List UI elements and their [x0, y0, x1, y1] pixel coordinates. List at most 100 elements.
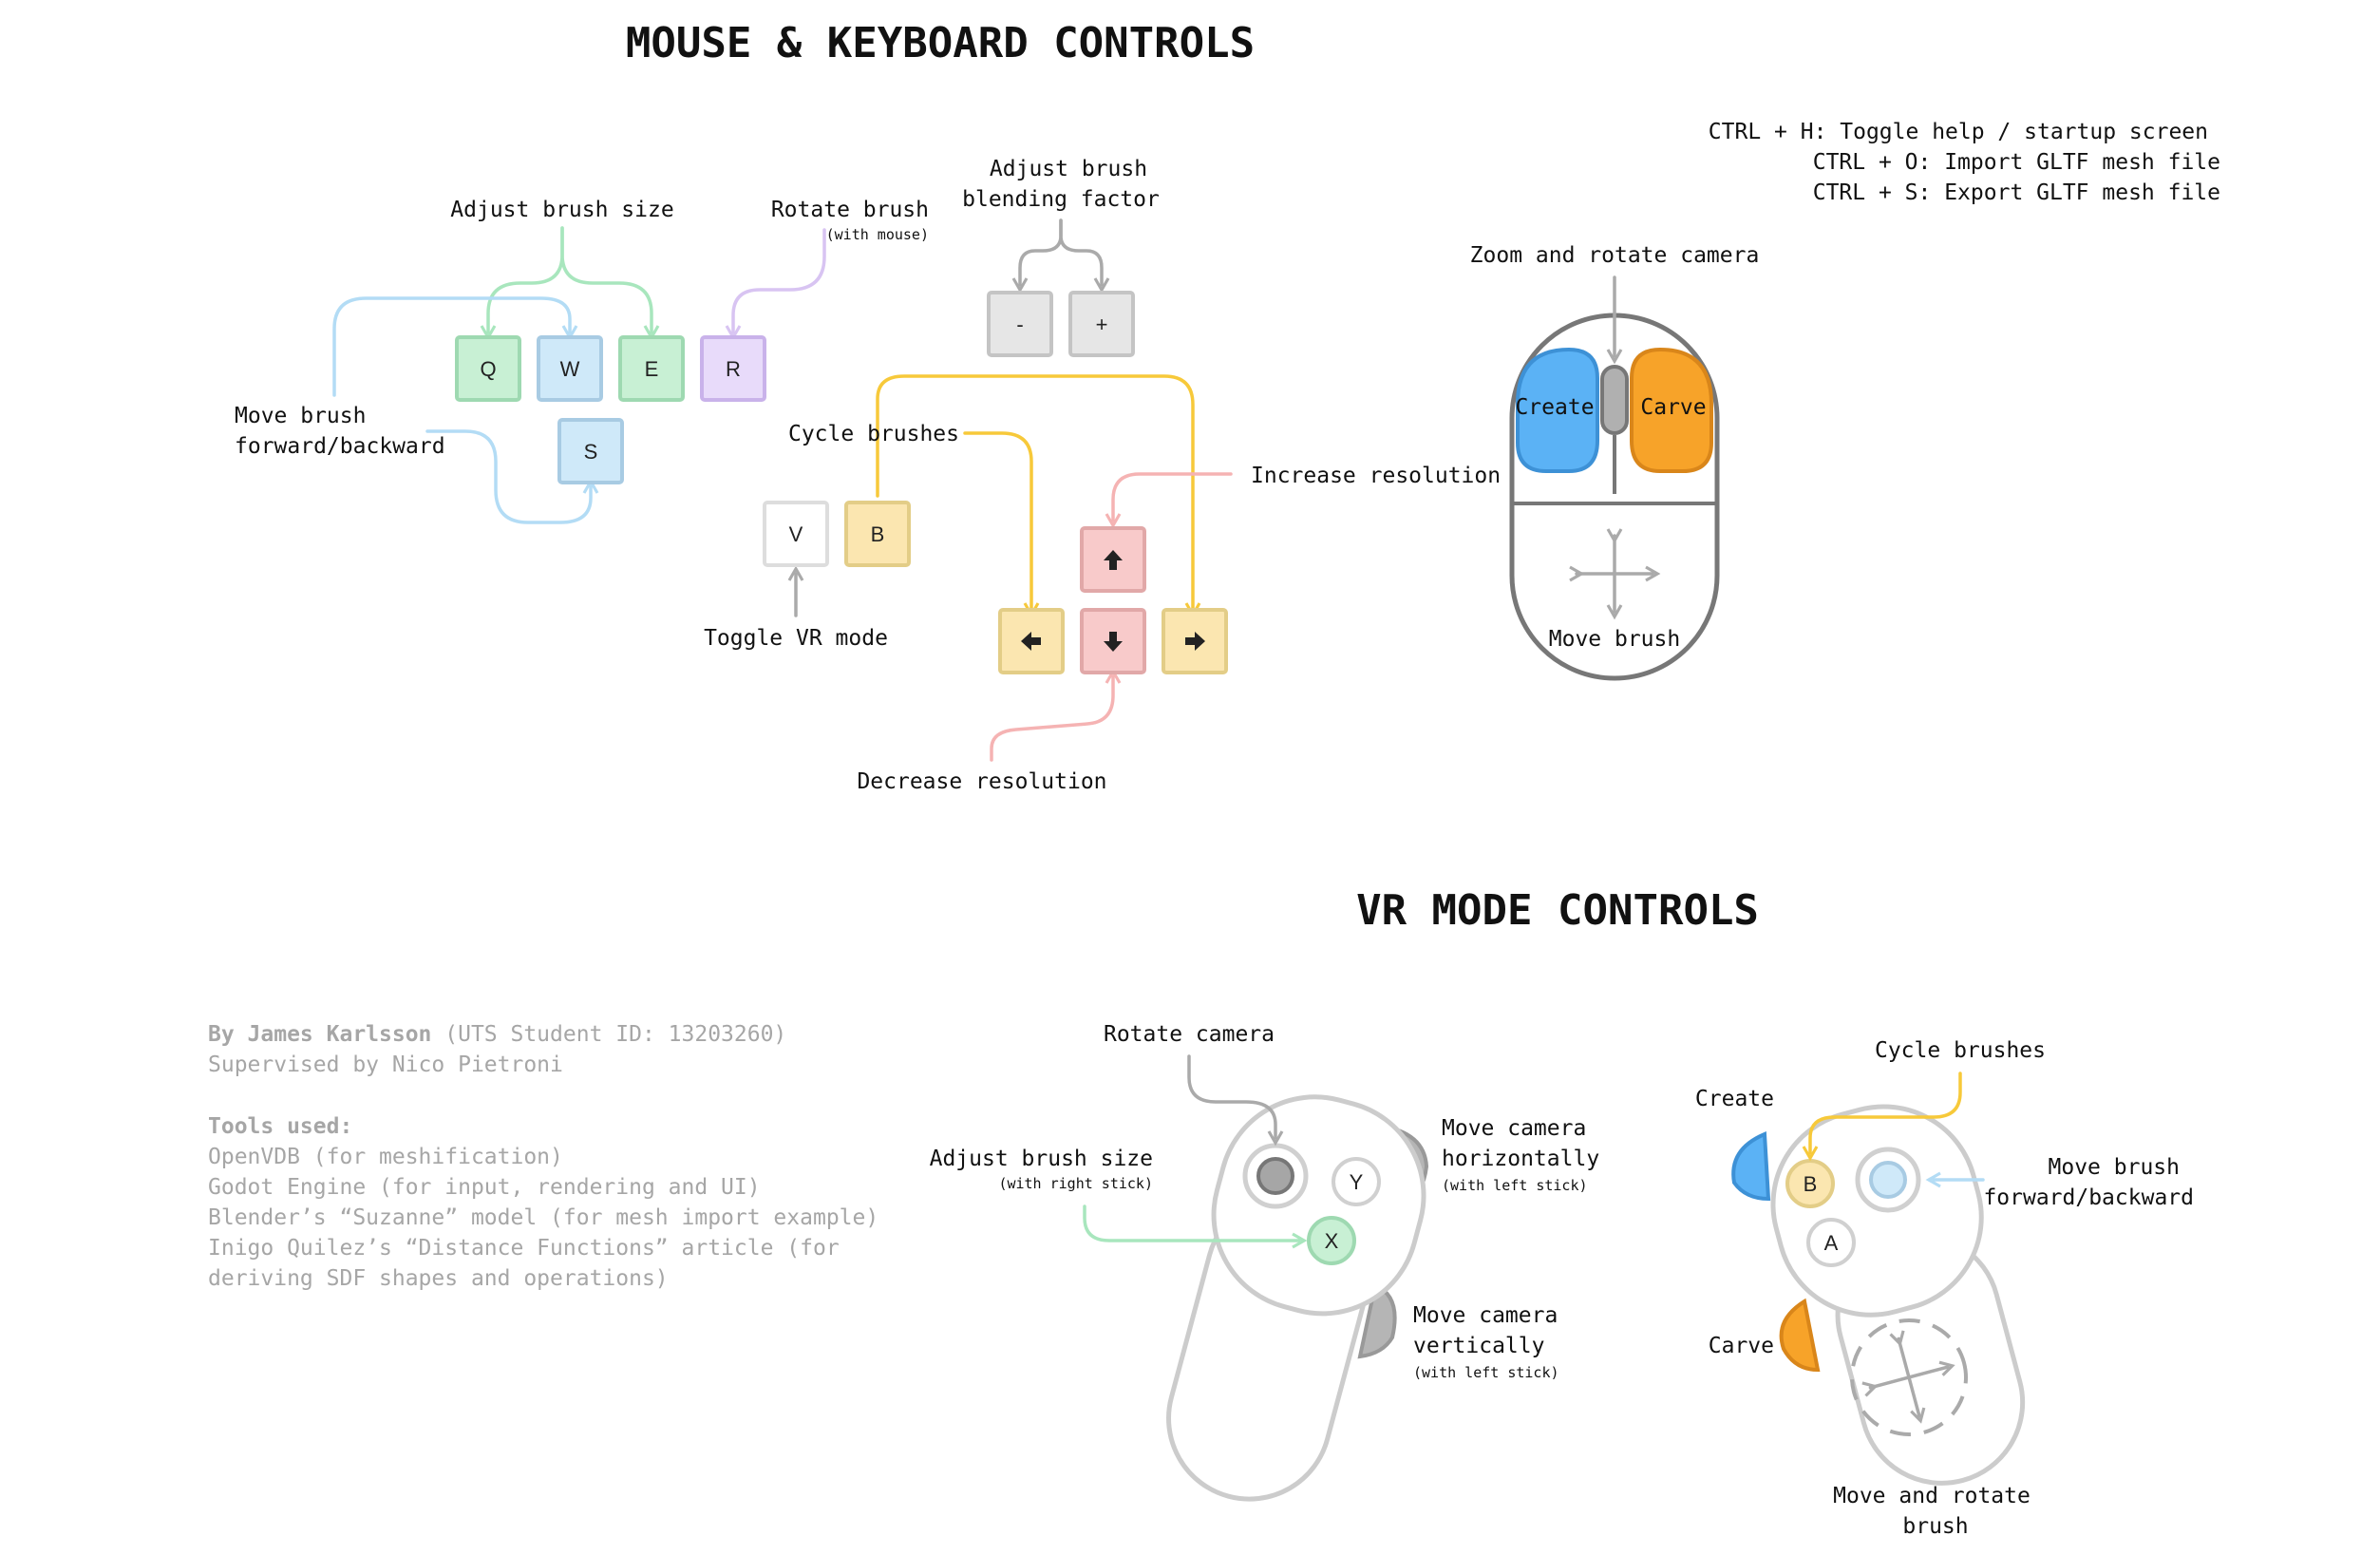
left-controller-stick[interactable] [1242, 1143, 1309, 1209]
key-plus[interactable]: + [1068, 291, 1135, 357]
right-controller-create-trigger[interactable] [1731, 1131, 1771, 1202]
left-controller-trigger-bottom[interactable] [1357, 1282, 1397, 1359]
right-vr-controller: B A [1731, 1071, 2026, 1486]
arrow-vr-cycle [1802, 1071, 1962, 1162]
label-move-brush-1: Move brush [235, 404, 366, 428]
credits-supervisor: Supervised by Nico Pietroni [208, 1052, 563, 1077]
mouse-body-label: Move brush [1549, 627, 1680, 652]
right-controller-carve-trigger[interactable] [1779, 1298, 1821, 1373]
key-r-label: R [726, 357, 741, 381]
vr-label-adjust-size: Adjust brush size [930, 1147, 1153, 1171]
credits-author-id: (UTS Student ID: 13203260) [431, 1022, 786, 1047]
arrow-rotate-to-r [725, 228, 826, 341]
vr-label-adjust-size-sub: (with right stick) [998, 1175, 1153, 1192]
arrow-increase-res [1105, 472, 1233, 529]
key-q-label: Q [480, 357, 496, 381]
shortcut-export: CTRL + S: Export GLTF mesh file [1813, 180, 2220, 205]
arrow-rotate-camera [1187, 1054, 1284, 1147]
vr-label-carve: Carve [1709, 1334, 1774, 1358]
left-controller-button-x[interactable]: X [1307, 1216, 1356, 1265]
label-move-brush-2: forward/backward [235, 434, 445, 459]
credits-author-line: By James Karlsson (UTS Student ID: 13203… [208, 1022, 786, 1047]
vr-label-move-h-sub: (with left stick) [1442, 1177, 1588, 1194]
vr-heading: VR MODE CONTROLS [1356, 886, 1759, 935]
right-controller-stick[interactable] [1855, 1147, 1921, 1213]
button-b-label: B [1804, 1172, 1818, 1196]
key-w[interactable]: W [537, 335, 603, 402]
key-plus-label: + [1096, 313, 1108, 336]
key-q[interactable]: Q [455, 335, 521, 402]
key-arrow-right[interactable] [1162, 608, 1228, 674]
vr-label-rotate-camera: Rotate camera [1104, 1022, 1275, 1047]
vr-label-move-rotate-2: brush [1902, 1514, 1968, 1539]
label-adjust-brush-size: Adjust brush size [450, 198, 673, 222]
key-b[interactable]: B [844, 501, 911, 567]
key-v[interactable]: V [763, 501, 829, 567]
button-x-label: X [1325, 1229, 1339, 1253]
label-zoom-rotate: Zoom and rotate camera [1470, 243, 1760, 268]
key-minus[interactable]: - [987, 291, 1053, 357]
credits-author-name: By James Karlsson [208, 1022, 431, 1047]
mk-heading: MOUSE & KEYBOARD CONTROLS [626, 19, 1255, 67]
vr-label-create: Create [1695, 1087, 1774, 1111]
key-e-label: E [645, 357, 659, 381]
arrow-size-to-q [480, 226, 564, 341]
key-v-label: V [789, 522, 803, 546]
vr-label-move-v-2: vertically [1413, 1334, 1544, 1358]
move-rotate-icon [1850, 1318, 1968, 1436]
label-decrease-res: Decrease resolution [857, 769, 1106, 794]
arrow-adjust-size-vr [1083, 1204, 1308, 1249]
key-w-label: W [560, 357, 580, 381]
arrow-move-to-w [332, 296, 578, 397]
label-toggle-vr: Toggle VR mode [704, 626, 888, 651]
vr-label-move-h-1: Move camera [1442, 1116, 1586, 1141]
key-arrow-up[interactable] [1080, 526, 1146, 593]
label-increase-res: Increase resolution [1251, 464, 1501, 488]
arrow-down-icon [1104, 632, 1123, 652]
arrow-cycle-to-left [963, 431, 1040, 618]
mouse-right-button[interactable]: Carve [1630, 347, 1713, 473]
credits-tools-heading: Tools used: [208, 1114, 352, 1139]
credits-tool-1: OpenVDB (for meshification) [208, 1145, 563, 1169]
arrow-blend-minus [1011, 218, 1063, 294]
label-rotate-brush: Rotate brush [771, 198, 929, 222]
credits-tool-2: Godot Engine (for input, rendering and U… [208, 1175, 761, 1200]
key-s[interactable]: S [557, 418, 624, 484]
vr-label-move-h-2: horizontally [1442, 1147, 1599, 1171]
shortcut-list: CTRL + H: Toggle help / startup screen C… [1709, 120, 2220, 205]
arrow-cycle-to-right [876, 374, 1201, 618]
arrow-up-icon [1104, 550, 1123, 570]
key-e[interactable]: E [618, 335, 685, 402]
credits: By James Karlsson (UTS Student ID: 13203… [208, 1022, 878, 1291]
shortcut-import: CTRL + O: Import GLTF mesh file [1813, 150, 2220, 175]
button-a-label: A [1824, 1231, 1839, 1255]
credits-tool-3: Blender’s “Suzanne” model (for mesh impo… [208, 1205, 878, 1230]
vr-label-move-1: Move brush [2049, 1155, 2180, 1180]
vr-label-move-2: forward/backward [1983, 1185, 2194, 1210]
label-rotate-brush-sub: (with mouse) [826, 226, 929, 243]
mouse-left-label: Create [1515, 395, 1594, 420]
arrow-move-to-s [425, 429, 599, 524]
right-controller-button-b[interactable]: B [1785, 1159, 1835, 1208]
arrow-left-icon [1021, 632, 1041, 651]
key-r[interactable]: R [700, 335, 766, 402]
mouse: Create Carve Move brush [1509, 275, 1720, 681]
left-controller-button-y[interactable]: Y [1332, 1157, 1381, 1206]
left-vr-controller: Y X [1083, 1054, 1429, 1502]
key-arrow-left[interactable] [998, 608, 1065, 674]
vr-label-cycle: Cycle brushes [1875, 1038, 2046, 1063]
arrow-right-icon [1185, 632, 1205, 651]
label-blend-1: Adjust brush [990, 157, 1147, 181]
mouse-left-button[interactable]: Create [1515, 347, 1599, 473]
credits-tool-5: deriving SDF shapes and operations) [208, 1266, 669, 1291]
button-y-label: Y [1350, 1170, 1364, 1194]
right-controller-button-a[interactable]: A [1806, 1218, 1856, 1267]
vr-label-move-v-1: Move camera [1413, 1303, 1558, 1328]
label-cycle-brushes: Cycle brushes [788, 422, 959, 446]
key-b-label: B [871, 522, 885, 546]
mouse-scroll-wheel[interactable] [1600, 365, 1629, 435]
key-arrow-down[interactable] [1080, 608, 1146, 674]
arrow-size-to-e [560, 226, 660, 341]
mouse-right-label: Carve [1640, 395, 1706, 420]
